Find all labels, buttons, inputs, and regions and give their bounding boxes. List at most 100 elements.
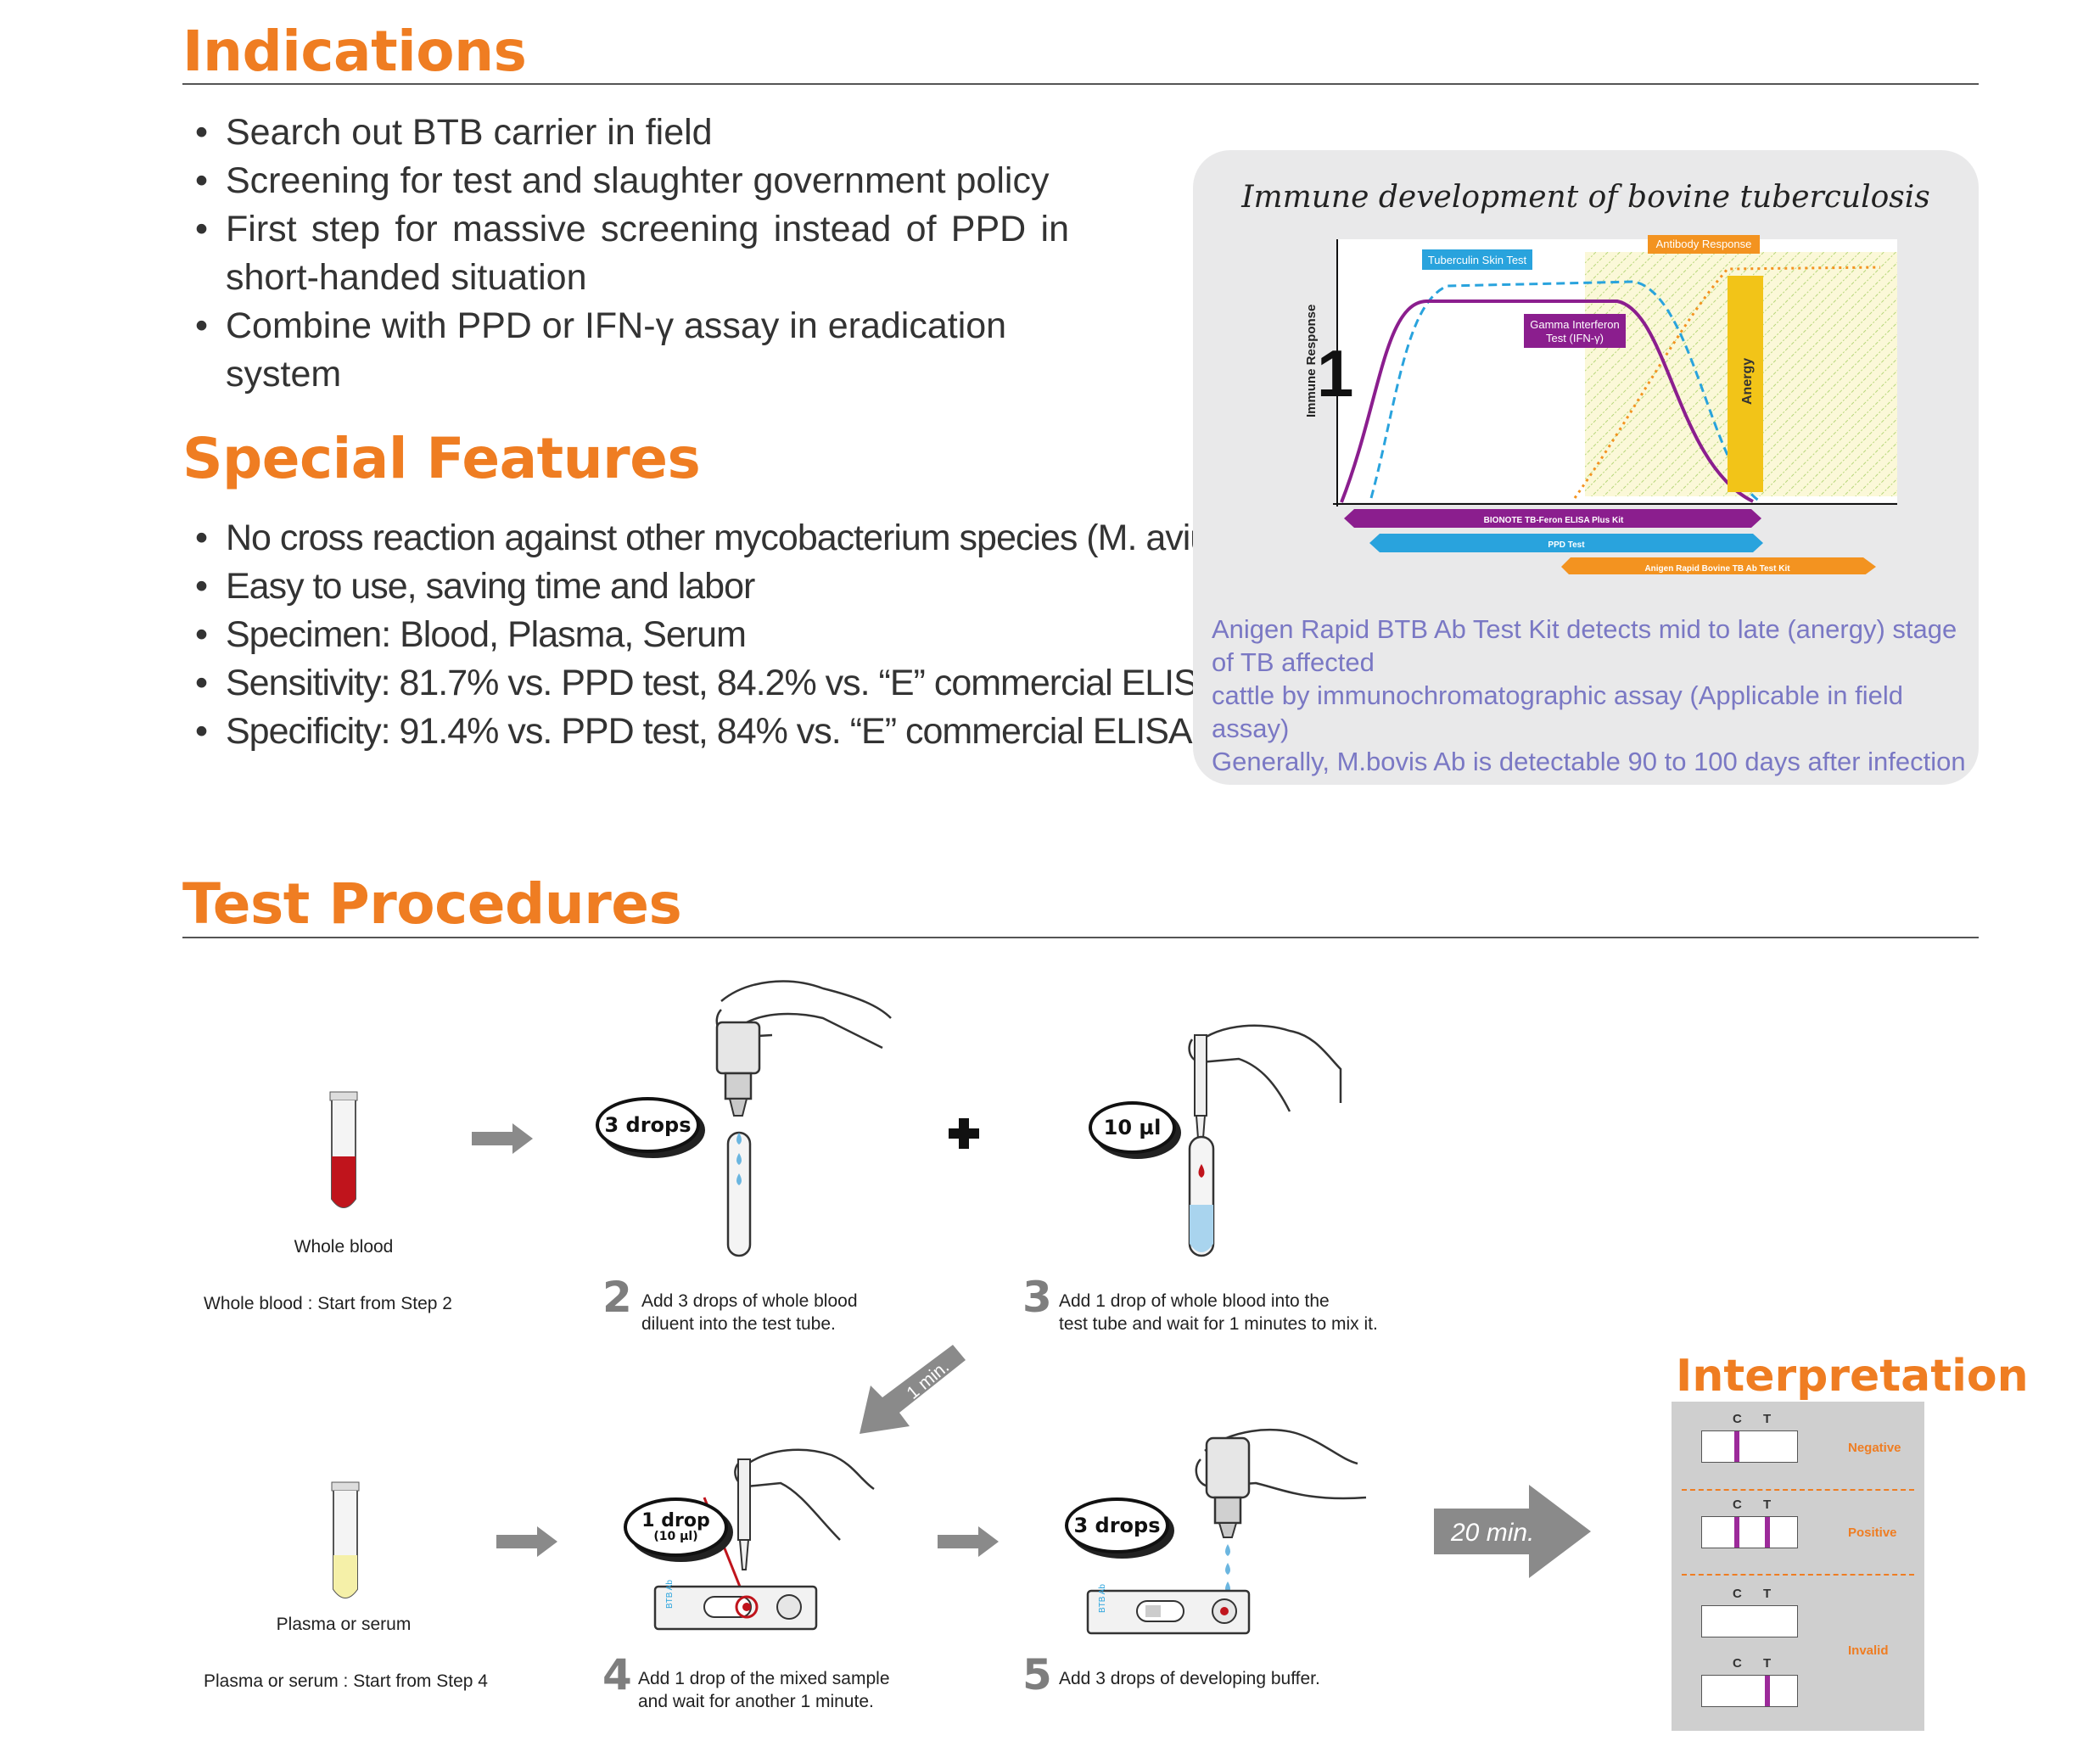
badge-1-drop-text: 1 drop — [641, 1510, 710, 1532]
plasma-tube — [331, 1481, 360, 1598]
skin-test-callout — [1422, 249, 1532, 270]
immune-chart-panel: Immune development of bovine tuberculosi… — [1193, 150, 1979, 785]
step-5-caption: Add 3 drops of developing buffer. — [1059, 1667, 1320, 1690]
plasma-note: Plasma or serum : Start from Step 4 — [204, 1671, 488, 1691]
test-line — [1765, 1517, 1770, 1548]
arrow-icon — [496, 1526, 557, 1557]
features-list: No cross reaction against other mycobact… — [195, 514, 1256, 756]
procedures-title: Test Procedures — [182, 871, 682, 937]
feature-item: Specimen: Blood, Plasma, Serum — [195, 611, 1256, 659]
step-4-line: and wait for another 1 minute. — [638, 1692, 874, 1711]
whole-blood-note: Whole blood : Start from Step 2 — [204, 1294, 452, 1313]
20-min-arrow-label: 20 min. — [1450, 1519, 1534, 1547]
badge-10ul: 10 µl — [1089, 1101, 1176, 1154]
chart-title: Immune development of bovine tuberculosi… — [1241, 180, 1930, 215]
c-label: C — [1733, 1587, 1742, 1601]
indication-item: Combine with PPD or IFN-γ assay in eradi… — [195, 302, 1069, 399]
1-min-arrow: 1 min. — [860, 1345, 966, 1434]
step-2-line: Add 3 drops of whole blood — [641, 1291, 858, 1311]
whole-blood-tube — [329, 1091, 358, 1208]
positive-strip — [1701, 1516, 1798, 1548]
antibody-curve — [1573, 266, 1881, 499]
ppd-bar — [1369, 534, 1763, 552]
gamma-callout-text-2: Test (IFN-γ) — [1546, 332, 1604, 344]
badge-3-drops-buffer: 3 drops — [1065, 1497, 1169, 1553]
step-4-line: Add 1 drop of the mixed sample — [638, 1669, 890, 1688]
arrow-icon — [938, 1526, 999, 1557]
positive-label: Positive — [1848, 1525, 1897, 1540]
gamma-callout — [1524, 314, 1626, 348]
anergy-label: Anergy — [1740, 358, 1755, 405]
badge-3-drops-buffer-text: 3 drops — [1073, 1514, 1161, 1537]
anigen-bar — [1561, 557, 1876, 574]
chart-note-line: Generally, M.bovis Ab is detectable 90 t… — [1212, 747, 1966, 776]
antibody-callout-text: Antibody Response — [1656, 238, 1752, 250]
c-label: C — [1733, 1412, 1742, 1426]
step-2-caption: Add 3 drops of whole blood diluent into … — [641, 1290, 858, 1335]
indications-rule — [182, 83, 1979, 85]
invalid-label: Invalid — [1848, 1643, 1889, 1658]
step-4-number: 4 — [602, 1650, 632, 1699]
step-3-caption: Add 1 drop of whole blood into the test … — [1059, 1290, 1378, 1335]
step-3-line: test tube and wait for 1 minutes to mix … — [1059, 1314, 1378, 1334]
svg-text:BTB Ab: BTB Ab — [665, 1580, 675, 1609]
t-label: T — [1763, 1412, 1772, 1426]
20-min-arrow: 20 min. — [1434, 1485, 1591, 1578]
buffer-bottle-device-icon: BTB Ab — [1086, 1429, 1367, 1635]
feature-item: Specificity: 91.4% vs. PPD test, 84% vs.… — [195, 708, 1256, 756]
c-label: C — [1733, 1656, 1742, 1671]
whole-blood-label: Whole blood — [294, 1237, 394, 1257]
t-label: T — [1763, 1656, 1772, 1671]
immune-chart: Immune Response 1 Anergy Tuberculin Skin… — [1304, 235, 1897, 574]
badge-10ul-text: 10 µl — [1103, 1116, 1162, 1139]
anergy-bar — [1728, 276, 1763, 492]
badge-3-drops-text: 3 drops — [604, 1113, 692, 1137]
negative-label: Negative — [1848, 1441, 1901, 1455]
test-line — [1765, 1676, 1770, 1706]
feature-item: Sensitivity: 81.7% vs. PPD test, 84.2% v… — [195, 659, 1256, 708]
ifn-curve — [1340, 299, 1754, 503]
invalid-strip-empty — [1701, 1605, 1798, 1637]
t-label: T — [1763, 1587, 1772, 1601]
feron-bar — [1344, 509, 1761, 528]
feature-item: Easy to use, saving time and labor — [195, 563, 1256, 611]
step-2-number: 2 — [602, 1273, 632, 1322]
control-line — [1734, 1517, 1739, 1548]
interpretation-title: Interpretation — [1676, 1351, 2029, 1402]
skin-test-callout-text: Tuberculin Skin Test — [1428, 254, 1527, 266]
plasma-label: Plasma or serum — [276, 1615, 412, 1634]
step-5-line: Add 3 drops of developing buffer. — [1059, 1669, 1320, 1688]
indications-list: Search out BTB carrier in field Screenin… — [195, 109, 1069, 399]
skin-test-curve — [1369, 280, 1762, 504]
y-axis-label: Immune Response — [1304, 305, 1319, 417]
feron-bar-label: BIONOTE TB-Feron ELISA Plus Kit — [1484, 516, 1624, 525]
anigen-bar-label: Anigen Rapid Bovine TB Ab Test Kit — [1644, 564, 1790, 574]
chart-note: Anigen Rapid BTB Ab Test Kit detects mid… — [1212, 613, 1967, 778]
interpretation-panel: C T Negative C T Positive C T Invalid C … — [1672, 1402, 1924, 1731]
divider — [1682, 1489, 1914, 1491]
dropper-bottle-icon — [715, 980, 892, 1257]
ppd-bar-label: PPD Test — [1548, 540, 1585, 550]
y-axis-arrow: 1 — [1317, 336, 1353, 411]
plus-icon — [949, 1118, 979, 1149]
step-3-line: Add 1 drop of whole blood into the — [1059, 1291, 1330, 1311]
arrow-icon — [472, 1123, 533, 1154]
step-2-line: diluent into the test tube. — [641, 1314, 836, 1334]
indication-item: Search out BTB carrier in field — [195, 109, 1069, 157]
negative-strip — [1701, 1430, 1798, 1463]
features-title: Special Features — [182, 426, 701, 491]
divider — [1682, 1574, 1914, 1576]
c-label: C — [1733, 1497, 1742, 1512]
badge-3-drops: 3 drops — [596, 1097, 700, 1153]
indication-item: First step for massive screening instead… — [195, 205, 1069, 302]
gamma-callout-text-1: Gamma Interferon — [1530, 318, 1620, 331]
badge-1-drop: 1 drop (10 µl) — [624, 1497, 728, 1557]
antibody-callout — [1648, 235, 1760, 254]
svg-text:BTB Ab: BTB Ab — [1098, 1584, 1107, 1613]
chart-note-line: cattle by immunochromatographic assay (A… — [1212, 680, 1904, 743]
badge-1-drop-subtext: (10 µl) — [653, 1530, 698, 1544]
pipette-tube-icon — [1188, 1024, 1342, 1257]
indication-item: Screening for test and slaughter governm… — [195, 157, 1069, 205]
chart-note-line: Anigen Rapid BTB Ab Test Kit detects mid… — [1212, 614, 1957, 677]
indications-title: Indications — [182, 19, 527, 84]
